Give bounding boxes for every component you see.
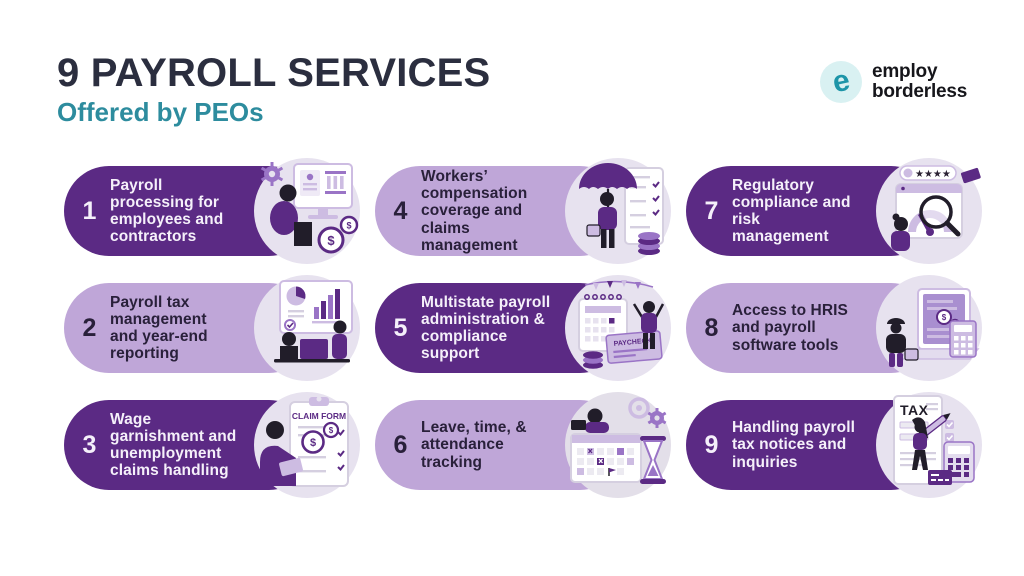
- service-number: 2: [82, 313, 97, 342]
- page-title: 9 PAYROLL SERVICES: [57, 51, 491, 95]
- services-grid: 1 Payroll processing for employees and c…: [64, 158, 984, 498]
- service-card-4: 4 Workers’ compensation coverage and cla…: [375, 158, 673, 264]
- monitor-icon: [293, 163, 353, 219]
- dollar-sign: $: [327, 233, 335, 248]
- calculator-icon: [949, 320, 977, 358]
- celebrating-person-illustration: [632, 301, 665, 349]
- person-with-laptop-illustration: [571, 408, 609, 433]
- illustration-regulatory-compliance: ★★★★: [874, 156, 984, 266]
- service-number: 9: [704, 430, 719, 459]
- dollar-sign: $: [346, 221, 351, 231]
- brand-name-line2: borderless: [872, 81, 968, 102]
- calendar-icon: [570, 433, 642, 483]
- person-illustration: [260, 421, 303, 486]
- header: 9 PAYROLL SERVICES Offered by PEOs: [57, 52, 490, 128]
- gear-icon: [260, 162, 284, 186]
- service-label: Wage garnishment and unemployment claims…: [110, 410, 237, 480]
- laptop-icon: [960, 167, 981, 184]
- dollar-coin-icon: $ $: [317, 215, 359, 254]
- illustration-tax-notices: TAX: [874, 390, 984, 500]
- service-card-6: 6 Leave, time, & attendance tracking: [375, 392, 673, 498]
- pencil-icon: [922, 413, 951, 436]
- check-badge-icon: [284, 319, 296, 331]
- service-card-7: 7 Regulatory compliance and risk managem…: [686, 158, 984, 264]
- gear-icon: [628, 397, 667, 428]
- dollar-sign: $: [329, 426, 334, 435]
- coin-stack-icon: [583, 351, 603, 369]
- receipt-icon: [928, 470, 952, 485]
- illustration-tax-reporting: [252, 273, 362, 383]
- bank-icon: [325, 171, 346, 194]
- service-card-1: 1 Payroll processing for employees and c…: [64, 158, 362, 264]
- dashboard-icon: [279, 280, 353, 334]
- service-label: Regulatory compliance and risk managemen…: [732, 176, 851, 246]
- checkbox-icon: [945, 420, 954, 442]
- person-illustration: [886, 318, 919, 367]
- bunting-icon: [584, 280, 654, 290]
- brand-logo: e employ borderless: [820, 61, 967, 103]
- brand-logo-icon: e: [820, 61, 862, 103]
- pie-chart-icon: [286, 286, 306, 306]
- service-number: 8: [704, 313, 719, 342]
- illustration-multistate-payroll: PAYCHECK: [563, 273, 673, 383]
- service-label: Access to HRIS and payroll software tool…: [732, 302, 848, 354]
- service-number: 6: [393, 430, 408, 459]
- tax-label: TAX: [900, 402, 929, 418]
- bar-chart-icon: [312, 289, 342, 324]
- person-illustration: [586, 192, 617, 248]
- service-card-5: 5 Multistate payroll administration & co…: [375, 275, 673, 381]
- illustration-attendance-tracking: [563, 390, 673, 500]
- person-illustration: [270, 184, 312, 246]
- service-number: 5: [393, 313, 408, 342]
- service-card-8: 8 Access to HRIS and payroll software to…: [686, 275, 984, 381]
- star-rating: ★★★★: [915, 169, 951, 180]
- service-card-2: 2 Payroll tax management and year-end re…: [64, 275, 362, 381]
- service-label: Workers’ compensation coverage and claim…: [421, 167, 528, 254]
- service-card-3: 3 Wage garnishment and unemployment clai…: [64, 392, 362, 498]
- claim-form-label: CLAIM FORM: [292, 411, 346, 421]
- flag-icon: [608, 468, 616, 476]
- service-label: Multistate payroll administration & comp…: [421, 293, 551, 363]
- service-label: Handling payroll tax notices and inquiri…: [732, 419, 856, 471]
- illustration-hris-software: $: [874, 273, 984, 383]
- brand-name: employ borderless: [872, 62, 967, 102]
- paycheck-label: PAYCHECK: [613, 338, 652, 348]
- calculator-icon: [943, 441, 975, 483]
- service-label: Leave, time, & attendance tracking: [421, 419, 527, 471]
- page-subtitle: Offered by PEOs: [57, 97, 264, 127]
- dollar-sign: $: [942, 313, 947, 322]
- service-card-9: 9 Handling payroll tax notices and inqui…: [686, 392, 984, 498]
- illustration-claims-handling: CLAIM FORM $ $: [252, 390, 362, 500]
- service-label: Payroll tax management and year-end repo…: [110, 293, 208, 363]
- star-rating-badge: ★★★★: [899, 165, 957, 181]
- dollar-coin-icon: $ $: [301, 421, 340, 454]
- magnifier-icon: [919, 195, 961, 237]
- coin-stack-icon: [638, 232, 660, 255]
- brand-name-line1: employ: [872, 61, 938, 83]
- people-at-desk-illustration: [274, 320, 350, 363]
- person-illustration: [891, 213, 910, 251]
- service-label: Payroll processing for employees and con…: [110, 176, 224, 246]
- dollar-sign: $: [310, 437, 316, 449]
- hourglass-icon: [640, 436, 666, 484]
- service-number: 7: [704, 196, 719, 225]
- service-number: 4: [393, 196, 408, 225]
- illustration-payroll-processing: $ $: [252, 156, 362, 266]
- person-illustration: [912, 417, 928, 470]
- service-number: 3: [82, 430, 97, 459]
- illustration-workers-comp: [563, 156, 673, 266]
- service-number: 1: [82, 196, 97, 225]
